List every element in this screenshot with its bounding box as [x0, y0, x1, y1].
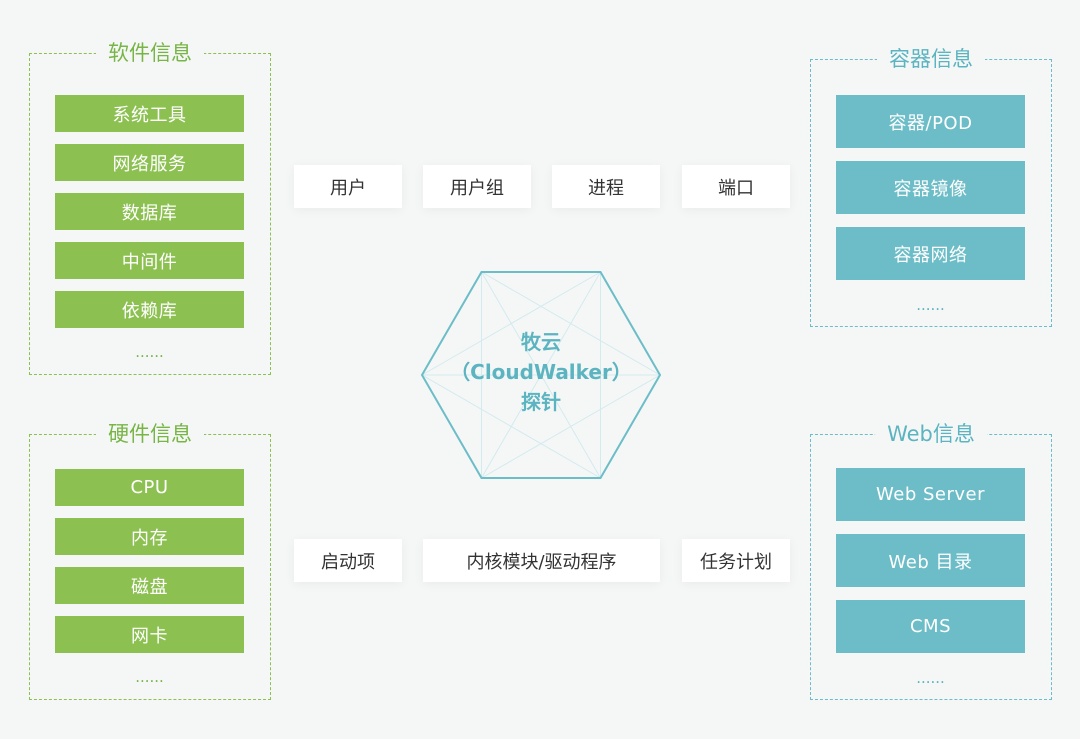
more-ellipsis: ......	[916, 296, 945, 314]
probe-name: 牧云	[521, 330, 561, 354]
software-item-list: 系统工具 网络服务 数据库 中间件 依赖库 ......	[55, 95, 244, 362]
card-user-group: 用户组	[423, 165, 531, 208]
software-info-title: 软件信息	[96, 41, 204, 65]
probe-english-name: （CloudWalker）	[450, 360, 632, 384]
software-item: 依赖库	[55, 291, 244, 328]
probe-label: 牧云 （CloudWalker） 探针	[420, 327, 662, 417]
web-info-group: Web信息 Web Server Web 目录 CMS ......	[810, 422, 1052, 700]
container-item: 容器网络	[836, 227, 1025, 280]
software-item: 中间件	[55, 242, 244, 279]
more-ellipsis: ......	[135, 668, 164, 686]
container-info-group: 容器信息 容器/POD 容器镜像 容器网络 ......	[810, 47, 1052, 327]
hexagon-diagonal	[481, 271, 601, 479]
software-item: 网络服务	[55, 144, 244, 181]
card-scheduled-tasks: 任务计划	[682, 539, 790, 582]
card-port: 端口	[682, 165, 790, 208]
card-process: 进程	[552, 165, 660, 208]
web-item: Web Server	[836, 468, 1025, 521]
card-user: 用户	[294, 165, 402, 208]
more-ellipsis: ......	[916, 669, 945, 687]
hardware-item-list: CPU 内存 磁盘 网卡 ......	[55, 469, 244, 687]
hardware-item: 内存	[55, 518, 244, 555]
hardware-info-group: 硬件信息 CPU 内存 磁盘 网卡 ......	[29, 422, 271, 700]
web-item: CMS	[836, 600, 1025, 653]
more-ellipsis: ......	[135, 343, 164, 361]
hardware-item: 磁盘	[55, 567, 244, 604]
container-item: 容器/POD	[836, 95, 1025, 148]
hexagon-outline	[420, 271, 662, 479]
software-item: 系统工具	[55, 95, 244, 132]
web-item-list: Web Server Web 目录 CMS ......	[836, 468, 1025, 688]
software-item: 数据库	[55, 193, 244, 230]
card-kernel-modules: 内核模块/驱动程序	[423, 539, 660, 582]
software-info-group: 软件信息 系统工具 网络服务 数据库 中间件 依赖库 ......	[29, 41, 271, 375]
hardware-info-title: 硬件信息	[96, 422, 204, 446]
card-startup-items: 启动项	[294, 539, 402, 582]
hardware-item: CPU	[55, 469, 244, 506]
hardware-item: 网卡	[55, 616, 244, 653]
probe-hexagon	[420, 271, 662, 479]
web-info-title: Web信息	[875, 422, 987, 446]
probe-type: 探针	[521, 390, 561, 414]
web-item: Web 目录	[836, 534, 1025, 587]
container-item-list: 容器/POD 容器镜像 容器网络 ......	[836, 95, 1025, 315]
hexagon-diagonal	[481, 374, 661, 479]
container-item: 容器镜像	[836, 161, 1025, 214]
container-info-title: 容器信息	[877, 47, 985, 71]
